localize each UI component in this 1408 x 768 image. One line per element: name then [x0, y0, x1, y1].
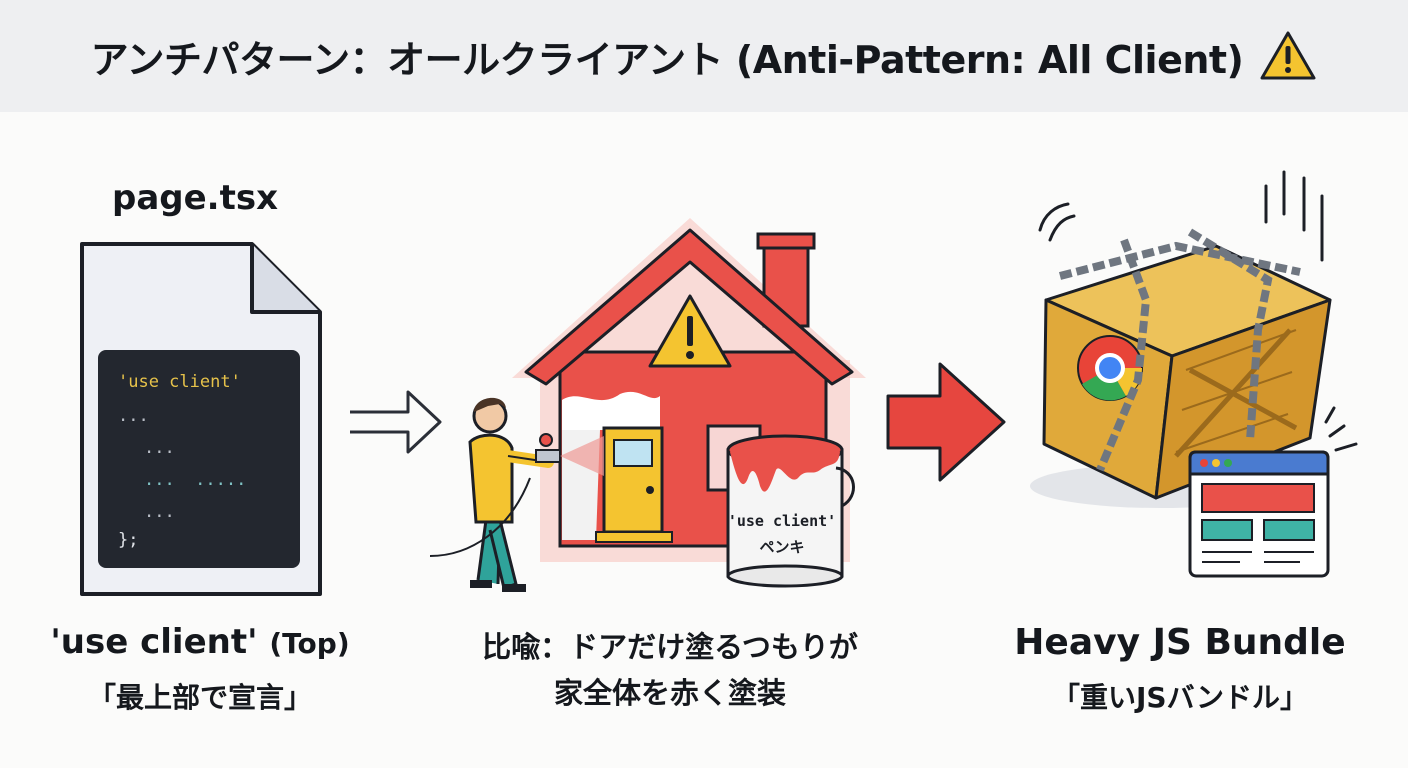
file-caption-main: 'use client' [50, 622, 258, 662]
code-line: ... [118, 406, 149, 426]
painter-figure [429, 397, 604, 592]
page-title: アンチパターン：オールクライアント (Anti-Pattern: All Cli… [90, 37, 1244, 82]
file-caption-sub: 「最上部で宣言」 [87, 681, 312, 714]
file-caption-suffix: (Top) [269, 627, 350, 660]
wooden-crate [1042, 228, 1332, 500]
arrow-solid [886, 362, 1006, 482]
bundle-caption-sub: 「重いJSバンドル」 [1052, 681, 1308, 714]
code-line: ... [144, 438, 175, 458]
title-bar: アンチパターン：オールクライアント (Anti-Pattern: All Cli… [0, 0, 1408, 112]
code-line: 'use client' [118, 372, 241, 392]
paint-can-label: 'use client' [727, 512, 837, 530]
code-line: }; [118, 530, 139, 550]
code-line: ... ..... [144, 470, 247, 490]
paint-can [726, 434, 855, 588]
browser-window-icon [1188, 450, 1330, 578]
house [524, 228, 854, 548]
file-name: page.tsx [111, 178, 278, 218]
paint-can-label-sub: ペンキ [759, 538, 805, 556]
warning-icon [1260, 31, 1316, 80]
bundle-caption: Heavy JS Bundle [1014, 622, 1346, 663]
motion-lines [1038, 170, 1358, 452]
metaphor-caption-line2: 家全体を赤く塗装 [553, 676, 786, 710]
arrow-outline [350, 390, 442, 454]
metaphor-caption-line1: 比喩：ドアだけ塗るつもりが [482, 630, 858, 664]
file-caption: 'use client' (Top) [30, 622, 370, 662]
code-block: 'use client' ... ... ... ..... ... }; [98, 350, 300, 568]
code-line: ... [144, 502, 175, 522]
